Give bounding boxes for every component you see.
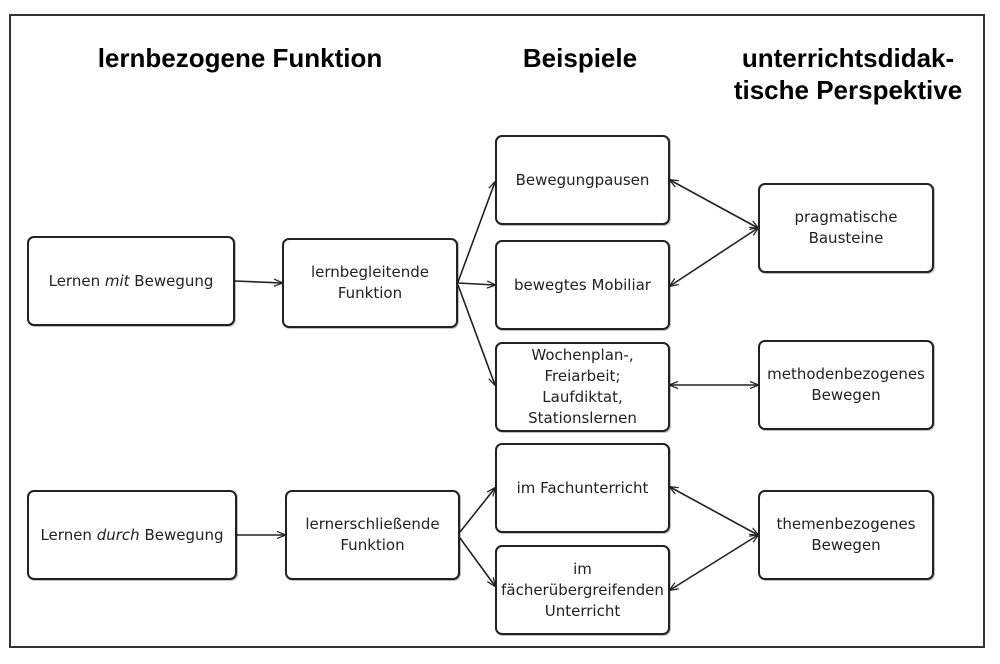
node-lernen-durch-bewegung: Lernen durch Bewegung [27, 490, 237, 580]
node-themenbezogenes-bewegen: themenbezogenes Bewegen [758, 490, 934, 580]
heading-unterrichtsdidaktische-perspektive: unterrichtsdidak- tische Perspektive [718, 42, 978, 106]
node-pragmatische-bausteine: pragmatische Bausteine [758, 183, 934, 273]
diagram-frame [9, 14, 985, 648]
heading-perspective-line-1: unterrichtsdidak- [741, 43, 955, 73]
node-im-fachunterricht: im Fachunterricht [495, 443, 670, 533]
arrow-bewegungspausen-pragmatisch [670, 180, 758, 228]
node-bewegungpausen: Bewegungpausen [495, 135, 670, 225]
node-mobiliar-line-1: bewegtes Mobiliar [514, 275, 651, 294]
node-lernbegleitend-line-1: lernbegleitende [310, 263, 429, 281]
node-faecheruebergreifender-unterricht: im fächerübergreifenden Unterricht [495, 545, 670, 635]
heading-perspective-line-2: tische [733, 75, 809, 105]
arrow-mobiliar-pragmatisch [670, 228, 758, 286]
node-lernbegleitend-line-2: Funktion [337, 284, 403, 302]
node-mit-text-em: mit [104, 271, 130, 290]
node-wochenplan-line-3: Stationslernen [528, 409, 637, 427]
arrow-lernerschliessend-to-faecheruebergreifend [459, 537, 495, 586]
node-themenbezogen-line-2: Bewegen [811, 536, 881, 554]
node-faecheruebergreifend-line-1: im [573, 559, 592, 578]
node-bewegungpausen-line-1: Bewegungpausen [515, 170, 650, 189]
arrow-faecheruebergreifend-themenbezogen [670, 535, 758, 590]
node-mit-text-after: Bewegung [129, 271, 214, 290]
node-wochenplan-line-2: Freiarbeit; Laufdiktat, [542, 367, 623, 406]
node-methodenbezogen-line-1: methodenbezogenes [767, 365, 925, 383]
arrow-fachunterricht-themenbezogen [670, 487, 758, 535]
node-methodenbezogen-line-2: Bewegen [811, 386, 881, 404]
heading-perspective-line-3: Perspektive [816, 75, 963, 105]
node-durch-text-after: Bewegung [139, 525, 224, 544]
node-pragmatisch-line-2: Bausteine [808, 229, 884, 247]
node-themenbezogen-line-1: themenbezogenes [776, 515, 916, 533]
node-lernerschliessend-line-1: lernerschließende [305, 515, 440, 533]
node-lernen-mit-bewegung: Lernen mit Bewegung [27, 236, 235, 326]
arrow-mit-to-lernbegleitend [234, 281, 282, 283]
node-wochenplan: Wochenplan-, Freiarbeit; Laufdiktat, Sta… [495, 342, 670, 432]
node-faecheruebergreifend-line-2: fächerübergreifenden [501, 580, 664, 599]
arrow-lernerschliessend-to-fachunterricht [459, 488, 495, 533]
node-durch-text-before: Lernen [40, 525, 97, 544]
node-durch-text-em: durch [96, 525, 140, 544]
node-faecheruebergreifend-line-3: Unterricht [544, 601, 621, 620]
node-lernerschliessend-line-2: Funktion [340, 536, 405, 554]
arrow-lernbegleitend-to-mobiliar [457, 283, 495, 285]
arrow-lernbegleitend-to-bewegungspausen [457, 182, 495, 283]
arrow-lernbegleitend-to-wochenplan [457, 284, 495, 385]
node-bewegtes-mobiliar: bewegtes Mobiliar [495, 240, 670, 330]
heading-lernbezogene-funktion: lernbezogene Funktion [97, 43, 383, 73]
node-wochenplan-line-1: Wochenplan-, [531, 346, 634, 364]
heading-beispiele: Beispiele [522, 43, 638, 73]
node-mit-text-before: Lernen [48, 271, 105, 290]
node-pragmatisch-line-1: pragmatische [794, 208, 898, 226]
node-lernerschliessende-funktion: lernerschließende Funktion [285, 490, 460, 580]
node-lernbegleitende-funktion: lernbegleitende Funktion [282, 238, 458, 328]
node-fachunterricht-line-1: im Fachunterricht [516, 478, 649, 497]
node-methodenbezogenes-bewegen: methodenbezogenes Bewegen [758, 340, 934, 430]
